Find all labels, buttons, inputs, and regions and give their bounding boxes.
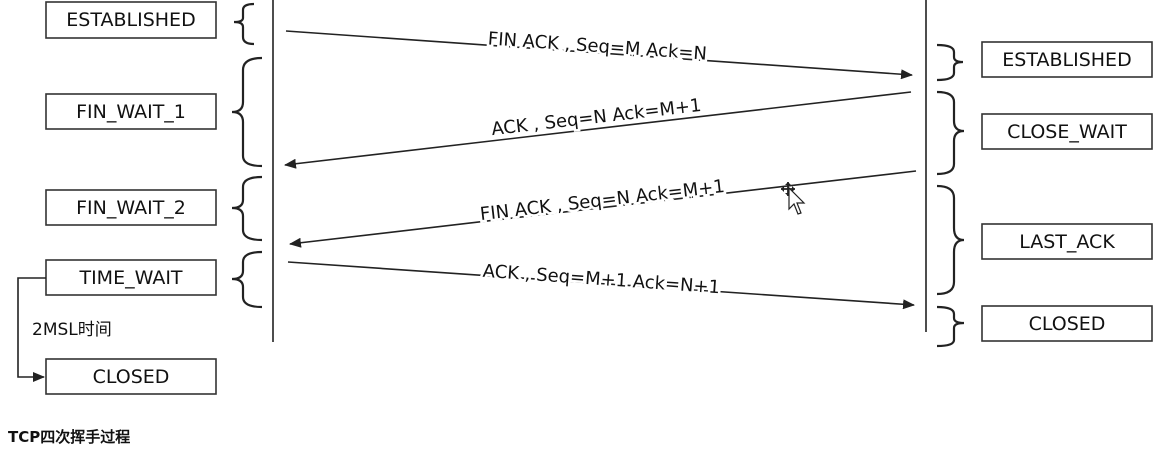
ack-2-arrow bbox=[287, 261, 915, 310]
client-state-established: ESTABLISHED bbox=[66, 9, 195, 31]
server-brace-closed bbox=[936, 305, 965, 348]
server-state-closed: CLOSED bbox=[1029, 313, 1106, 335]
diagram-caption: TCP四次挥手过程 bbox=[8, 428, 130, 446]
ack-1-arrow bbox=[284, 91, 912, 169]
timer-note: 2MSL时间 bbox=[32, 320, 112, 340]
client-state-fin-wait-2: FIN_WAIT_2 bbox=[76, 197, 186, 219]
fin-ack-2-label: FIN ACK , Seq=N Ack=M+1 bbox=[479, 176, 726, 225]
client-brace-fin-wait-2 bbox=[231, 175, 263, 242]
client-state-closed-box bbox=[45, 358, 217, 395]
mouse-pointer-icon bbox=[781, 182, 806, 215]
server-brace-last-ack bbox=[936, 184, 965, 296]
client-state-time-wait: TIME_WAIT bbox=[78, 267, 182, 289]
server-state-established-box bbox=[981, 41, 1153, 78]
client-brace-time-wait bbox=[231, 250, 263, 309]
fin-ack-2-arrow bbox=[289, 170, 917, 248]
server-brace-close-wait bbox=[936, 90, 965, 176]
client-state-closed: CLOSED bbox=[93, 366, 170, 388]
client-state-established-box bbox=[45, 1, 217, 39]
server-state-established: ESTABLISHED bbox=[1002, 49, 1131, 71]
server-state-close-wait: CLOSE_WAIT bbox=[1007, 121, 1127, 143]
fin-ack-1-arrow bbox=[285, 30, 913, 80]
ack-2-label: ACK , Seq=M+1 Ack=N+1 bbox=[482, 261, 721, 299]
server-brace-established bbox=[936, 43, 964, 82]
client-brace-established bbox=[233, 2, 255, 46]
server-state-last-ack-box bbox=[981, 223, 1153, 260]
client-state-time-wait-box bbox=[45, 259, 217, 296]
client-state-fin-wait-2-box bbox=[45, 189, 217, 226]
time-wait-to-closed-arrow bbox=[17, 277, 46, 382]
client-state-fin-wait-1-box bbox=[45, 93, 217, 130]
server-state-last-ack: LAST_ACK bbox=[1019, 231, 1115, 253]
client-state-fin-wait-1: FIN_WAIT_1 bbox=[76, 101, 186, 123]
server-state-close-wait-box bbox=[981, 113, 1153, 150]
fin-ack-1-label: FIN ACK , Seq=M Ack=N bbox=[487, 28, 707, 64]
server-state-closed-box bbox=[981, 305, 1153, 342]
client-brace-fin-wait-1 bbox=[231, 56, 263, 168]
ack-1-label: ACK , Seq=N Ack=M+1 bbox=[490, 95, 702, 140]
